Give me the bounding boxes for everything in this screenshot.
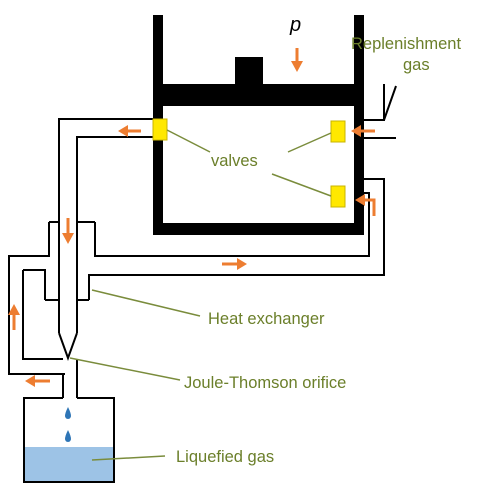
pressure-label: p <box>289 14 301 36</box>
valves-group <box>152 118 346 208</box>
cylinder-right-wall <box>354 15 364 235</box>
arrow-return-corner <box>355 194 376 216</box>
valve-inlet <box>330 120 346 143</box>
arrow-up-left <box>8 304 20 330</box>
outlet-pipe <box>49 118 154 223</box>
heat-exchanger-label: Heat exchanger <box>208 310 325 328</box>
piston-plate <box>153 84 364 106</box>
arrow-replenish-left <box>351 125 375 137</box>
replenishment-label-line1: Replenishment <box>351 35 461 53</box>
valve-return <box>330 185 346 208</box>
flow-arrows <box>8 48 376 387</box>
piston-rod <box>235 57 263 86</box>
droplets <box>65 407 71 442</box>
joule-thomson-orifice <box>58 332 78 398</box>
arrow-right-return <box>222 258 247 270</box>
arrow-left-bottom <box>25 375 50 387</box>
liquefied-gas-label: Liquefied gas <box>176 448 274 466</box>
arrow-pressure-down <box>291 48 303 72</box>
collection-vessel <box>23 397 115 483</box>
jt-orifice-label: Joule-Thomson orifice <box>184 374 346 392</box>
liquefied-gas-fill <box>24 447 114 481</box>
heat-exchanger-inner-tube <box>45 222 89 333</box>
droplet-1 <box>65 407 71 419</box>
arrow-outlet-left <box>118 125 141 137</box>
valve-outlet <box>152 118 168 141</box>
replenishment-label-line2: gas <box>403 56 430 74</box>
cylinder-bottom <box>153 223 364 235</box>
arrow-down-exchanger <box>62 218 74 244</box>
replenishment-inlet-pipe <box>364 84 397 139</box>
heat-exchanger <box>8 178 385 375</box>
leader-lines <box>69 129 332 461</box>
droplet-2 <box>65 430 71 442</box>
valves-label: valves <box>211 152 258 170</box>
